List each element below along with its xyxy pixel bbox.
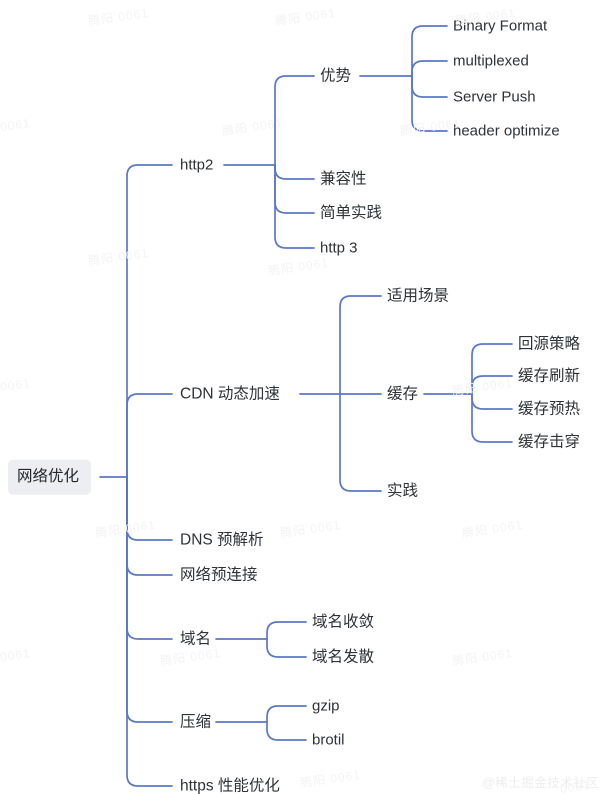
mindmap-node-prelink[interactable]: 网络预连接	[180, 567, 258, 583]
tile-watermark: 腾阳 0061	[267, 255, 330, 279]
mindmap-node-label: CDN 动态加速	[180, 385, 280, 403]
tile-watermark: 腾阳 0061	[279, 517, 342, 541]
mindmap-node-label: gzip	[312, 697, 340, 715]
mindmap-node-label: 兼容性	[320, 170, 367, 188]
mindmap-node-headeropt[interactable]: header optimize	[453, 124, 560, 139]
mindmap-node-label: 缓存预热	[518, 400, 581, 418]
mindmap-node-http2[interactable]: http2	[180, 158, 213, 173]
mindmap-node-label: 压缩	[180, 713, 212, 731]
connector-line	[411, 60, 448, 77]
mindmap-node-yure[interactable]: 缓存预热	[518, 401, 580, 417]
connector-line	[126, 476, 173, 640]
mindmap-node-label: Binary Format	[453, 17, 548, 35]
mindmap-node-label: multiplexed	[453, 52, 529, 70]
connector-line	[274, 164, 315, 214]
tile-watermark: 0061	[0, 115, 32, 135]
connector-line	[411, 75, 448, 98]
connector-line	[126, 476, 173, 723]
mindmap-node-label: 域名	[180, 630, 212, 648]
tile-watermark: 腾阳 0061	[221, 115, 284, 139]
mindmap-node-multiplexed[interactable]: multiplexed	[453, 54, 529, 69]
mindmap-root-node[interactable]: 网络优化	[8, 459, 92, 495]
mindmap-node-label: 回源策略	[518, 335, 581, 353]
tile-watermark: 腾阳 0061	[299, 767, 362, 791]
connector-line	[126, 164, 173, 478]
tile-watermark: 腾阳 0061	[451, 645, 514, 669]
mindmap-node-binary[interactable]: Binary Format	[453, 19, 547, 34]
mindmap-node-cdn[interactable]: CDN 动态加速	[180, 386, 280, 402]
mindmap-node-jianrong[interactable]: 兼容性	[320, 171, 367, 187]
tile-watermark: 0061	[0, 645, 32, 665]
mindmap-node-huiyuan[interactable]: 回源策略	[518, 336, 580, 352]
mindmap-node-shijian[interactable]: 实践	[387, 483, 418, 499]
mindmap-node-label: brotil	[312, 731, 345, 749]
mindmap-node-label: 适用场景	[387, 287, 450, 305]
connector-line	[339, 393, 382, 492]
brand-watermark: @稀土掘金技术社区	[482, 776, 600, 790]
mindmap-root-label: 网络优化	[17, 467, 80, 485]
mindmap-node-https[interactable]: https 性能优化	[180, 778, 280, 794]
connector-line	[274, 164, 315, 249]
mindmap-node-label: 缓存刷新	[518, 367, 581, 385]
connector-line	[266, 721, 307, 741]
connector-line	[274, 164, 315, 180]
tile-watermark: 腾阳 0061	[274, 5, 337, 29]
mindmap-node-jichuan[interactable]: 缓存击穿	[518, 434, 580, 450]
connector-line	[266, 705, 307, 723]
tile-watermark: 腾阳 0061	[461, 517, 524, 541]
mindmap-node-label: Server Push	[453, 88, 536, 106]
connector-line	[339, 295, 382, 395]
mindmap-node-yasuo[interactable]: 压缩	[180, 714, 211, 730]
mindmap-node-youshi[interactable]: 优势	[320, 68, 351, 84]
connector-line	[471, 393, 513, 410]
mindmap-node-label: http 3	[320, 239, 358, 257]
tile-watermark: 腾阳 0061	[451, 375, 514, 399]
tile-watermark: 腾阳 0061	[87, 5, 150, 29]
mindmap-node-label: https 性能优化	[180, 777, 280, 794]
mindmap-node-label: header optimize	[453, 122, 560, 140]
mindmap-node-shiyong[interactable]: 适用场景	[387, 288, 449, 304]
tile-watermark: 腾阳 0061	[159, 645, 222, 669]
mindmap-node-label: http2	[180, 156, 214, 174]
mindmap-node-shoulian[interactable]: 域名收敛	[312, 614, 374, 630]
tile-watermark: 腾阳 0061	[87, 245, 150, 269]
mindmap-node-label: 优势	[320, 67, 352, 85]
mindmap-node-http3[interactable]: http 3	[320, 241, 358, 256]
connector-line	[471, 393, 513, 443]
mindmap-node-brotil[interactable]: brotil	[312, 733, 345, 748]
mindmap-node-serverpush[interactable]: Server Push	[453, 90, 536, 105]
mindmap-node-label: DNS 预解析	[180, 531, 264, 549]
mindmap-node-label: 简单实践	[320, 204, 383, 222]
mindmap-node-label: 域名收敛	[312, 613, 375, 631]
connector-line	[126, 393, 173, 478]
mindmap-node-label: 缓存击穿	[518, 433, 581, 451]
mindmap-node-shuaxin[interactable]: 缓存刷新	[518, 368, 580, 384]
mindmap-node-label: 实践	[387, 482, 419, 500]
mindmap-node-huancun[interactable]: 缓存	[387, 386, 418, 402]
mindmap-node-yuming[interactable]: 域名	[180, 631, 211, 647]
connector-line	[266, 621, 307, 640]
connector-line	[411, 25, 448, 77]
mindmap-node-label: 网络预连接	[180, 566, 258, 584]
tile-watermark: 腾阳 0061	[94, 517, 157, 541]
mindmap-node-dns[interactable]: DNS 预解析	[180, 532, 264, 548]
tile-watermark: 0061	[0, 375, 32, 395]
mindmap-node-jiandan[interactable]: 简单实践	[320, 205, 382, 221]
mindmap-node-label: 缓存	[387, 385, 419, 403]
connector-line	[266, 638, 307, 658]
mindmap-node-fasan[interactable]: 域名发散	[312, 649, 374, 665]
mindmap-node-gzip[interactable]: gzip	[312, 699, 340, 714]
mindmap-node-label: 域名发散	[312, 648, 375, 666]
